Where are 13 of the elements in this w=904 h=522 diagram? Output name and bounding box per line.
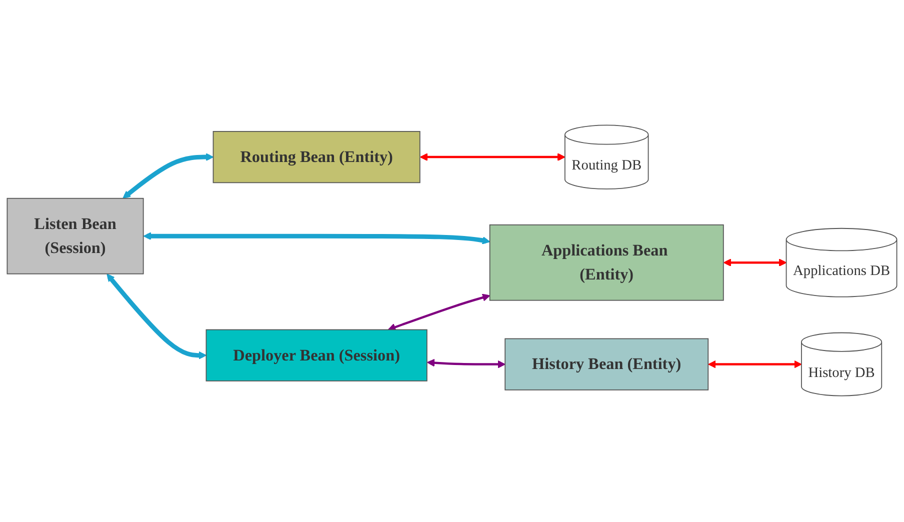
arrow [388,294,490,332]
node-box: Routing Bean (Entity) [212,131,420,184]
node-box: Deployer Bean (Session) [206,330,428,382]
arrow [106,274,207,360]
arrow [723,259,787,268]
arrow [426,359,506,369]
arrow [708,360,802,369]
arrow [122,154,214,199]
node-box: Applications Bean (Entity) [489,224,724,302]
node-box: Listen Bean (Session) [6,198,144,275]
arrow [420,154,566,162]
node-box: History Bean (Entity) [504,338,709,391]
arrow [143,232,490,245]
